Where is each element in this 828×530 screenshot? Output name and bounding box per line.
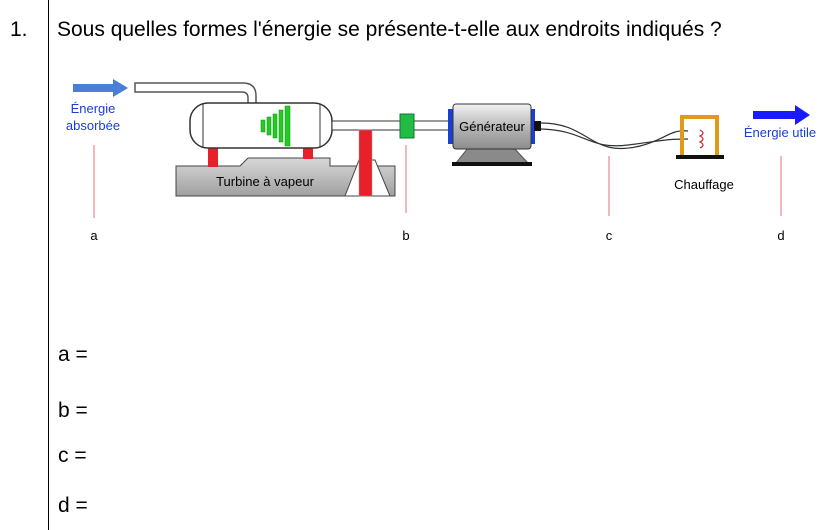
- generator: [448, 103, 541, 166]
- turbine-support-right: [303, 147, 313, 159]
- input-label-line1: Énergie: [71, 101, 116, 116]
- marker-label-a: a: [90, 228, 98, 243]
- turbine-blades: [260, 105, 291, 147]
- heater-label: Chauffage: [674, 177, 734, 192]
- generator-shaft: [413, 120, 451, 131]
- turbine-base: [175, 157, 396, 197]
- answer-label-d: d =: [58, 494, 88, 517]
- input-label-line2: absorbée: [66, 118, 120, 133]
- answer-label-c: c =: [58, 444, 87, 467]
- answer-label-a: a =: [58, 343, 88, 366]
- electric-cable: [540, 122, 689, 150]
- marker-label-c: c: [606, 228, 613, 243]
- energy-diagram: Énergie absorbée Turbine à vapeur Généra…: [66, 79, 816, 243]
- turbine-label: Turbine à vapeur: [216, 174, 314, 189]
- margin-rule: [48, 0, 49, 530]
- output-arrow: [753, 105, 810, 125]
- output-label: Énergie utile: [744, 125, 816, 140]
- input-arrow: [73, 79, 128, 97]
- question-text: Sous quelles formes l'énergie se présent…: [57, 18, 722, 41]
- marker-label-d: d: [777, 228, 784, 243]
- marker-label-b: b: [402, 228, 409, 243]
- shaft-coupling: [399, 113, 415, 139]
- answer-label-b: b =: [58, 399, 88, 422]
- generator-label: Générateur: [459, 119, 525, 134]
- question-number: 1.: [10, 18, 28, 41]
- bearing-stand: [344, 129, 391, 197]
- heater: [676, 115, 724, 159]
- turbine-support-left: [208, 147, 218, 167]
- turbine-shaft: [331, 120, 403, 131]
